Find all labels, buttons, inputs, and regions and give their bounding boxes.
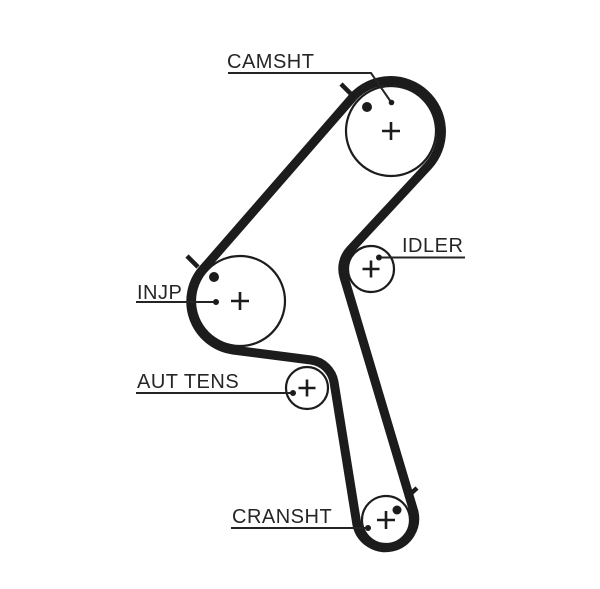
idler-leader-dot (376, 254, 382, 261)
crankshaft-timing-dot-icon (392, 505, 402, 515)
injection-pump-leader-dot (213, 299, 219, 305)
crankshaft-label: CRANSHT (232, 506, 332, 528)
injection-pump-center-cross-icon (231, 292, 249, 310)
camshaft-leader-line (228, 72, 392, 103)
injection-pump-timing-tick-icon (185, 254, 200, 269)
tensioner-leader-dot (290, 390, 296, 396)
crankshaft-leader-dot (365, 525, 371, 531)
tensioner-center-cross-icon (298, 379, 316, 397)
crankshaft-timing-tick-icon (404, 486, 419, 500)
injection-pump-label: INJP (137, 282, 182, 304)
crankshaft-center-cross-icon (377, 511, 395, 529)
camshaft-timing-tick-icon (339, 82, 354, 97)
timing-belt (186, 76, 446, 553)
camshaft-center-cross-icon (382, 122, 400, 140)
tensioner-label: AUT TENS (137, 371, 239, 393)
idler-label: IDLER (402, 235, 463, 257)
camshaft-leader-dot (388, 99, 395, 106)
idler-center-cross-icon (362, 260, 380, 278)
camshaft-timing-dot-icon (362, 102, 372, 112)
injection-pump-timing-dot-icon (209, 272, 219, 282)
camshaft-label: CAMSHT (227, 51, 314, 73)
